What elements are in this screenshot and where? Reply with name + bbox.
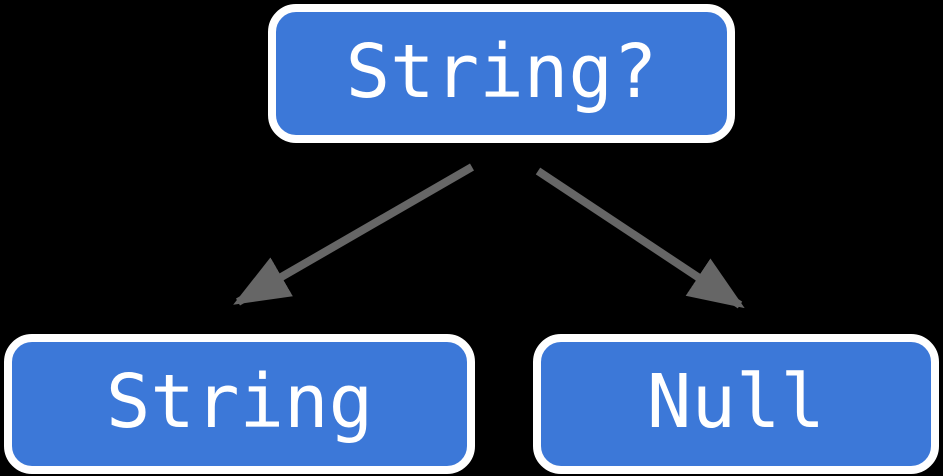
arrow-root-to-null [535,167,745,309]
node-string-optional: String? [268,4,735,143]
node-null: Null [533,334,939,474]
node-string: String [4,334,475,474]
arrow-root-to-string [233,163,474,306]
node-string-label: String [105,359,374,445]
node-null-label: Null [646,359,826,445]
node-string-optional-label: String? [345,28,658,115]
